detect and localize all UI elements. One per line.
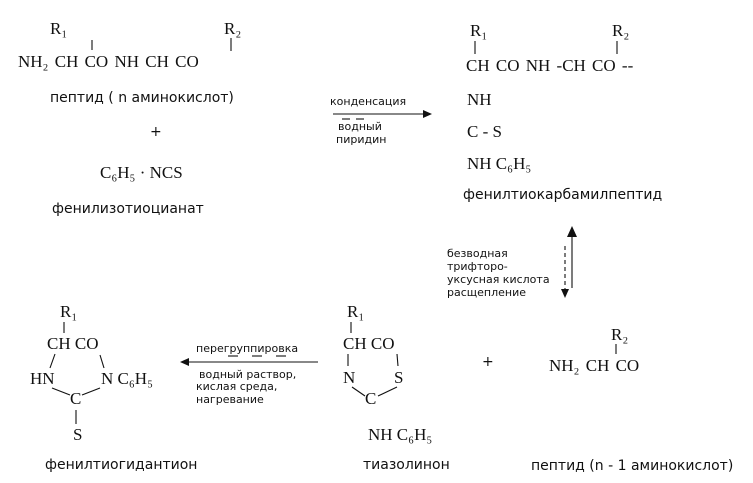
ptc-nh: NH [467, 90, 492, 109]
reactant-chain: NH₂ CH CO NH CH CO [18, 52, 199, 71]
thiazolinone-nh-phenyl: NH C₆H₅ [368, 425, 433, 444]
pth-bond-c-right [81, 387, 101, 396]
pth-n-phenyl: N C₆H₅ [101, 369, 153, 388]
reactant-r1: R₁ [50, 19, 68, 38]
step3-arrowhead [180, 358, 189, 366]
step2-arrowhead-down [561, 289, 569, 298]
step3-condition-4: нагревание [196, 393, 264, 406]
pth-name: фенилтиогидантион [45, 457, 198, 473]
ptc-nh-phenyl: NH C₆H₅ [467, 154, 532, 173]
plus-sign-1: + [150, 124, 162, 140]
pth-c: C [70, 389, 82, 408]
pth-s: S [73, 425, 83, 444]
step1-condition-1: конденсация [330, 95, 407, 108]
reagent-name: фенилизотиоцианат [52, 201, 204, 217]
step2-condition-1: безводная [447, 247, 508, 260]
pth-bond-n [99, 354, 105, 369]
peptide-short-name: пептид (n - 1 аминокислот) [531, 458, 734, 474]
pth-row1: CH CO [47, 334, 99, 353]
reagent-formula: C₆H₅ · NCS [100, 163, 183, 182]
thiazolinone-bond-c-left [351, 386, 366, 397]
thiazolinone-row1: CH CO [343, 334, 395, 353]
step1-condition-2: водный [338, 120, 382, 133]
peptide-short-r2: R₂ [611, 325, 629, 344]
step3-condition-3: кислая среда, [196, 380, 278, 393]
step1-condition-3: пиридин [336, 133, 387, 146]
plus-sign-2: + [482, 354, 494, 370]
step3-condition-2: водный раствор, [199, 368, 297, 381]
reactant-r2: R₂ [224, 19, 242, 38]
step3-condition-1: перегруппировка [196, 342, 299, 355]
step2-arrowhead-up [567, 226, 577, 237]
thiazolinone-n: N [343, 368, 356, 387]
thiazolinone-s: S [394, 368, 404, 387]
pth-bond-hn [49, 353, 56, 369]
step2-condition-3: уксусная кислота [447, 273, 550, 286]
thiazolinone-r1: R₁ [347, 302, 365, 321]
pth-bond-c-left [51, 387, 71, 396]
ptc-chain: CH CO NH -CH CO -- [466, 56, 634, 75]
step1-arrowhead [423, 110, 432, 118]
ptc-cs: C - S [467, 122, 502, 141]
pth-r1: R₁ [60, 302, 78, 321]
thiazolinone-bond-c-right [377, 386, 398, 397]
thiazolinone-name: тиазолинон [363, 457, 450, 473]
peptide-short-chain: NH₂ CH CO [549, 356, 640, 375]
reactant-name: пептид ( n аминокислот) [50, 90, 234, 106]
thiazolinone-c: C [365, 389, 377, 408]
ptc-r1: R₁ [470, 21, 488, 40]
step2-condition-2: трифторо- [447, 260, 508, 273]
ptc-name: фенилтиокарбамилпептид [463, 187, 663, 203]
thiazolinone-bond-s [396, 353, 399, 367]
pth-hn: HN [30, 369, 55, 388]
step2-condition-4: расщепление [447, 286, 526, 299]
ptc-r2: R₂ [612, 21, 630, 40]
